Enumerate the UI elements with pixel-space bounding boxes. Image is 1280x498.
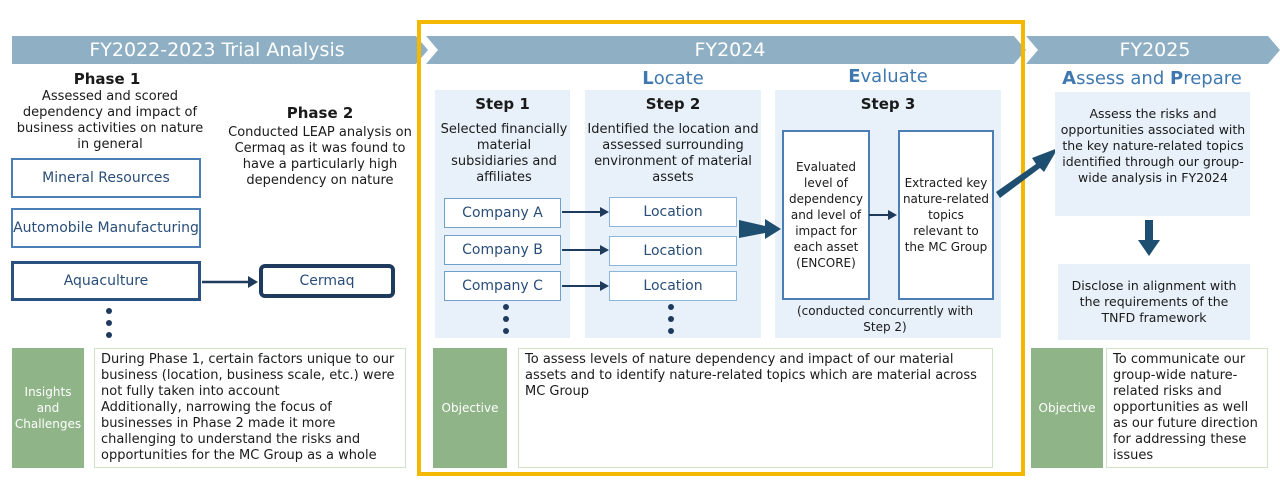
banner-trial-label: FY2022-2023 Trial Analysis [89,39,345,61]
step3-title: Step 3 [860,95,916,113]
phase2-desc: Conducted LEAP analysis on Cermaq as it … [228,125,412,188]
company-a-box: Company A [444,198,561,228]
company-a-label: Company A [462,205,543,221]
phase1-item-aquaculture: Aquaculture [11,261,201,301]
phase1-title: Phase 1 [73,70,141,88]
location-a-label: Location [643,204,703,220]
phase1-item-mineral: Mineral Resources [11,158,201,198]
location-b-label: Location [643,243,703,259]
company-c-label: Company C [462,278,543,294]
company-b-box: Company B [444,235,561,265]
leap-prepare-rest: repare [1183,68,1242,89]
step2-more-dots [667,304,675,340]
phase1-item-automobile-label: Automobile Manufacturing [13,219,199,236]
company-location-arrows [562,207,609,291]
fy2025-disclose-panel [1058,264,1250,340]
fy2024-highlight-frame [417,20,1025,476]
banner-fy2024-shape [426,36,1026,64]
phase2-title: Phase 2 [286,104,354,122]
banner-arrows [12,36,1280,64]
leap-assess-initial: A [1062,68,1077,89]
location-c-label: Location [643,278,703,294]
leap-assess-rest: ssess and [1076,68,1170,89]
banner-fy2025-label: FY2025 [1119,39,1191,61]
leap-locate-initial: L [642,68,654,89]
phase2-item-cermaq: Cermaq [259,264,395,298]
banner-fy2025-shape [1026,36,1280,64]
step3-extract-box: Extracted key nature-related topics rele… [898,130,994,300]
arrow-step3-inner [869,210,897,220]
step1-desc: Selected financially material subsidiari… [440,122,568,185]
fy2025-assess-panel [1055,92,1250,216]
step2-title: Step 2 [645,95,701,113]
leap-prepare-initial: P [1170,68,1184,89]
arrow-assess-disclose [1138,220,1160,256]
insights-text: During Phase 1, certain factors unique t… [94,348,406,468]
step2-desc: Identified the location and assessed sur… [587,122,759,185]
phase1-item-aquaculture-label: Aquaculture [63,272,149,289]
step3-note: (conducted concurrently with Step 2) [796,304,974,334]
phase1-more-dots [105,308,113,344]
banner-fy2024-label: FY2024 [694,39,766,61]
insights-text-1: During Phase 1, certain factors unique t… [101,352,395,399]
leap-evaluate-rest: valuate [860,66,928,87]
fy2024-objective-text: To assess levels of nature dependency an… [518,348,993,468]
step3-evaluate-box: Evaluated level of dependency and level … [782,130,870,300]
leap-locate-heading: Locate [585,68,761,89]
phase1-item-automobile: Automobile Manufacturing [11,208,201,248]
location-b-box: Location [609,236,737,266]
fy2025-objective-text: To communicate our group-wide nature-rel… [1106,348,1268,468]
leap-evaluate-initial: E [848,66,861,87]
step1-title: Step 1 [475,95,530,113]
banner-trial-shape [12,36,428,64]
fy2025-assess-text: Assess the risks and opportunities assoc… [1060,106,1246,185]
insights-label: Insights and Challenges [12,348,84,468]
step1-more-dots [502,304,510,340]
fy2024-objective-label: Objective [433,348,507,468]
fy2025-objective-label: Objective [1031,348,1103,468]
leap-assess-prepare-heading: Assess and Prepare [1040,68,1264,89]
step3-evaluate-text: Evaluated level of dependency and level … [789,160,863,270]
arrow-fy2024-fy2025 [996,148,1058,198]
company-c-box: Company C [444,271,561,301]
phase2-item-cermaq-label: Cermaq [299,272,355,289]
company-b-label: Company B [462,242,543,258]
arrow-step2-step3 [739,219,781,239]
fy2025-disclose-text: Disclose in alignment with the requireme… [1071,278,1237,325]
insights-text-2: Additionally, narrowing the focus of bus… [101,400,377,463]
location-c-box: Location [609,271,737,301]
step3-extract-text: Extracted key nature-related topics rele… [902,176,990,254]
location-a-box: Location [609,197,737,227]
leap-locate-rest: ocate [653,68,704,89]
leap-evaluate-heading: Evaluate [775,66,1001,87]
phase1-desc: Assessed and scored dependency and impac… [16,89,204,152]
arrow-aquaculture-cermaq [202,276,258,288]
phase1-item-mineral-label: Mineral Resources [42,169,170,186]
